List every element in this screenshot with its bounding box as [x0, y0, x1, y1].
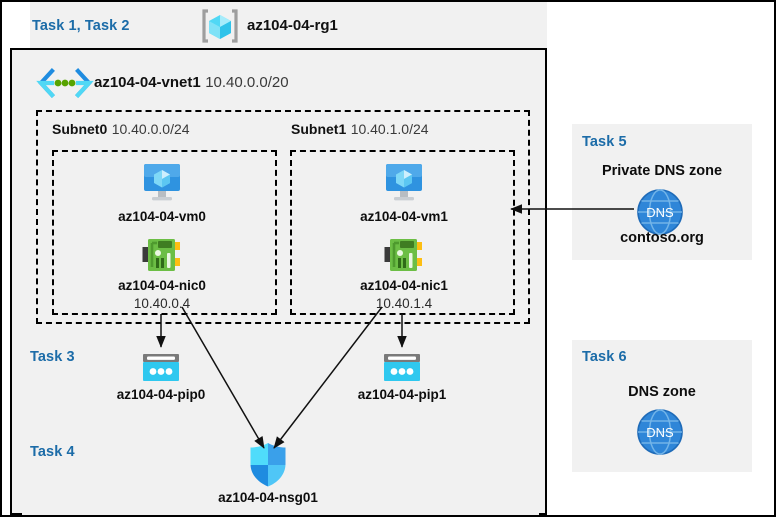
network-interface-icon	[142, 236, 182, 274]
public-ip-address-icon	[382, 352, 422, 384]
dns-zone-title: DNS zone	[628, 384, 696, 400]
subnet0-cidr: 10.40.0.0/24	[111, 121, 190, 137]
pip1-label: az104-04-pip1	[357, 387, 447, 402]
task-label-6: Task 6	[582, 349, 627, 365]
vnet-cidr: 10.40.0.0/20	[205, 74, 289, 91]
nic1-ip: 10.40.1.4	[375, 296, 433, 311]
subnet1-cidr: 10.40.1.0/24	[350, 121, 429, 137]
public-ip-address-icon	[141, 352, 181, 384]
svg-text:DNS: DNS	[646, 425, 674, 440]
subnet0-name: Subnet0	[52, 121, 108, 137]
nic1-label: az104-04-nic1	[360, 278, 448, 293]
subnet1-name: Subnet1	[291, 121, 347, 137]
resource-group-icon	[200, 8, 240, 44]
task-label-4: Task 4	[30, 444, 75, 460]
vm0-label: az104-04-vm0	[118, 209, 206, 224]
dns-globe-icon: DNS	[636, 408, 684, 456]
subnet1-header: Subnet1 10.40.1.0/24	[291, 121, 429, 139]
vnet-name: az104-04-vnet1	[94, 74, 201, 91]
network-security-group-shield-icon	[248, 442, 288, 488]
task-label-3: Task 3	[30, 349, 75, 365]
resource-group-name: az104-04-rg1	[247, 17, 338, 34]
virtual-machine-icon	[382, 162, 426, 204]
private-dns-zone-title: Private DNS zone	[601, 163, 723, 179]
task-label-1-2: Task 1, Task 2	[32, 18, 130, 34]
dns-globe-icon: DNS	[636, 188, 684, 236]
vnet-header-text: az104-04-vnet1 10.40.0.0/20	[94, 74, 289, 92]
virtual-machine-icon	[140, 162, 184, 204]
subnet0-header: Subnet0 10.40.0.0/24	[52, 121, 190, 139]
network-interface-icon	[384, 236, 424, 274]
nsg-label: az104-04-nsg01	[218, 490, 318, 505]
nic0-label: az104-04-nic0	[118, 278, 206, 293]
pip0-label: az104-04-pip0	[116, 387, 206, 402]
resource-group-header-band	[30, 2, 547, 48]
svg-text:DNS: DNS	[646, 205, 674, 220]
virtual-network-icon	[36, 68, 94, 98]
task-label-5: Task 5	[582, 134, 627, 150]
private-dns-zone-name: contoso.org	[620, 230, 704, 246]
nic0-ip: 10.40.0.4	[133, 296, 191, 311]
subnet0-boundary	[52, 150, 277, 315]
vm1-label: az104-04-vm1	[360, 209, 448, 224]
